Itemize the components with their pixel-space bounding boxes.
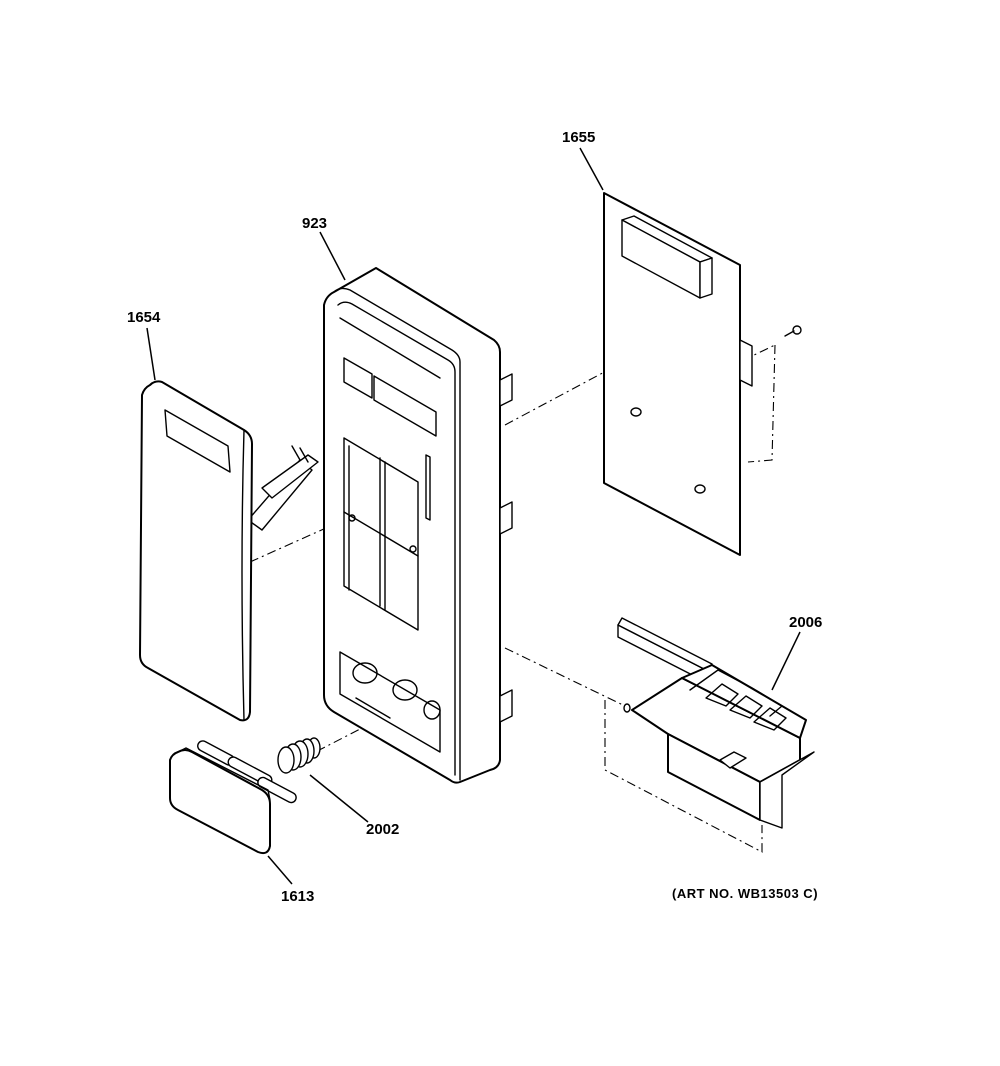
art-number: (ART NO. WB13503 C) <box>672 886 818 901</box>
label-1654: 1654 <box>127 309 161 326</box>
part-2002-spring <box>277 737 321 774</box>
part-923-control-panel-housing <box>323 267 513 784</box>
label-923: 923 <box>302 215 327 232</box>
callout-leaders <box>146 147 801 885</box>
part-2006-latch-bracket <box>617 617 815 829</box>
part-1613-push-button <box>169 740 297 855</box>
label-1655: 1655 <box>562 129 595 146</box>
part-1654-membrane-keypad <box>139 380 319 722</box>
label-1613: 1613 <box>281 888 314 905</box>
part-1655-control-board <box>603 192 802 556</box>
label-2006: 2006 <box>789 614 822 631</box>
label-2002: 2002 <box>366 821 399 838</box>
